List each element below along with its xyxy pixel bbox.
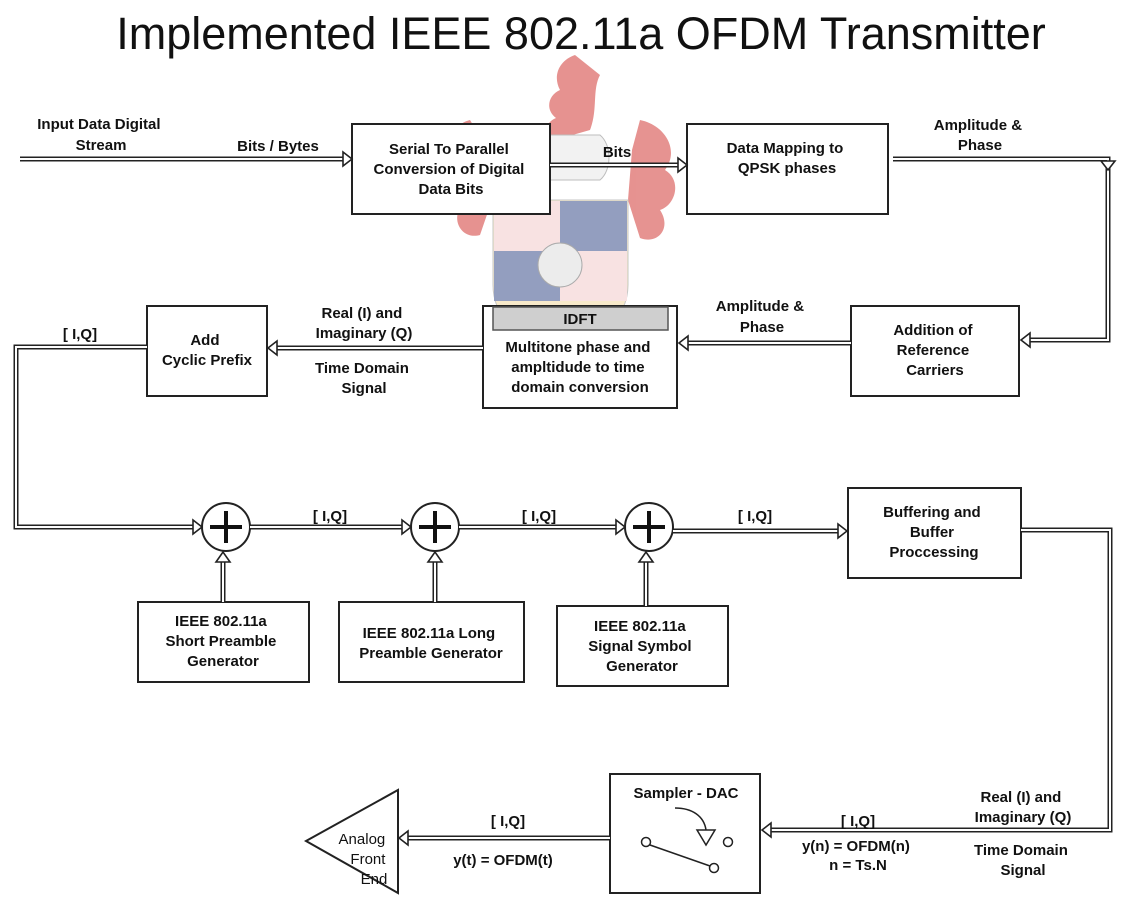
wire-mapping-to-addition	[893, 156, 1117, 349]
amplitude-phase-label-2: Amplitude & Phase	[716, 298, 809, 336]
switch-terminal-bottom	[708, 862, 720, 874]
wire-s2p-to-mapping	[550, 156, 689, 174]
serial-to-parallel-label: Serial To Parallel Conversion of Digital…	[373, 141, 528, 198]
idft-header-label: IDFT	[563, 311, 596, 328]
idft-body-label: Multitone phase and ampltidude to time d…	[505, 339, 654, 396]
switch-blade	[649, 844, 711, 867]
summing-junction-3	[624, 502, 674, 552]
wire-sum2-to-sum3	[459, 518, 627, 536]
summing-junction-2	[410, 502, 460, 552]
bits-bytes-label: Bits / Bytes	[237, 138, 319, 155]
add-cyclic-prefix-block: Add Cyclic Prefix	[146, 305, 268, 397]
yn-equation-label: y(n) = OFDM(n) n = Ts.N	[802, 838, 914, 874]
idft-block: IDFT Multitone phase and ampltidude to t…	[482, 305, 678, 409]
short-preamble-generator-block: IEEE 802.11a Short Preamble Generator	[137, 601, 310, 683]
analog-front-end-block: Analog Front End	[303, 788, 399, 895]
bits-label: Bits	[603, 144, 631, 161]
iq-label-sampler-out: [ I,Q]	[491, 813, 525, 830]
wire-sum1-to-sum2	[250, 518, 413, 536]
sampler-dac-label: Sampler - DAC	[633, 785, 738, 802]
idft-header	[492, 306, 669, 331]
iq-label-cyclic-prefix-out: [ I,Q]	[63, 326, 97, 343]
long-preamble-label: IEEE 802.11a Long Preamble Generator	[359, 625, 503, 662]
wire-sampler-to-front-end	[397, 829, 610, 847]
sampler-dac-block: Sampler - DAC	[609, 773, 761, 894]
wire-long-preamble-to-sum2	[426, 550, 444, 602]
amplitude-phase-label-1: Amplitude & Phase	[934, 117, 1027, 154]
diagram-title: Implemented IEEE 802.11a OFDM Transmitte…	[116, 8, 1046, 59]
wire-idft-to-cyclic-prefix	[266, 339, 483, 357]
time-domain-label-1: Time Domain Signal	[315, 360, 413, 397]
switch-terminal-right	[722, 836, 734, 848]
real-imaginary-label-1: Real (I) and Imaginary (Q)	[316, 305, 413, 342]
buffering-block: Buffering and Buffer Proccessing	[847, 487, 1022, 579]
signal-symbol-generator-block: IEEE 802.11a Signal Symbol Generator	[556, 605, 729, 687]
wire-short-preamble-to-sum1	[214, 550, 232, 602]
iq-label-sampler-in: [ I,Q]	[841, 813, 875, 830]
sampler-curved-arrow	[674, 807, 707, 831]
yt-equation-label: y(t) = OFDM(t)	[453, 852, 553, 869]
summing-junction-1	[201, 502, 251, 552]
wire-cyclic-prefix-to-sum1	[13, 344, 204, 536]
real-imaginary-label-2: Real (I) and Imaginary (Q)	[975, 789, 1072, 826]
sampler-arrowhead-icon	[695, 829, 717, 847]
add-cyclic-prefix-label: Add Cyclic Prefix	[162, 332, 253, 369]
data-mapping-label: Data Mapping to QPSK phases	[727, 140, 848, 177]
long-preamble-generator-block: IEEE 802.11a Long Preamble Generator	[338, 601, 525, 683]
data-mapping-block: Data Mapping to QPSK phases	[686, 123, 889, 215]
iq-label-sum2-out: [ I,Q]	[522, 508, 556, 525]
serial-to-parallel-block: Serial To Parallel Conversion of Digital…	[351, 123, 551, 215]
input-stream-label: Input Data Digital Stream	[37, 116, 165, 154]
wire-sum3-to-buffering	[673, 522, 849, 540]
wire-input-to-s2p	[20, 150, 354, 168]
signal-wires	[13, 150, 1117, 847]
wire-addition-to-idft	[677, 334, 851, 352]
signal-symbol-label: IEEE 802.11a Signal Symbol Generator	[588, 618, 696, 675]
addition-reference-carriers-label: Addition of Reference Carriers	[893, 322, 976, 379]
short-preamble-label: IEEE 802.11a Short Preamble Generator	[165, 613, 280, 670]
buffering-label: Buffering and Buffer Proccessing	[883, 504, 985, 561]
switch-terminal-left	[640, 836, 652, 848]
iq-label-sum1-out: [ I,Q]	[313, 508, 347, 525]
wire-signal-symbol-to-sum3	[637, 550, 655, 606]
iq-label-sum3-out: [ I,Q]	[738, 508, 772, 525]
analog-front-end-label: Analog Front End	[339, 831, 390, 888]
wire-buffering-to-sampler	[760, 527, 1113, 839]
time-domain-label-2: Time Domain Signal	[974, 842, 1072, 879]
addition-reference-carriers-block: Addition of Reference Carriers	[850, 305, 1020, 397]
